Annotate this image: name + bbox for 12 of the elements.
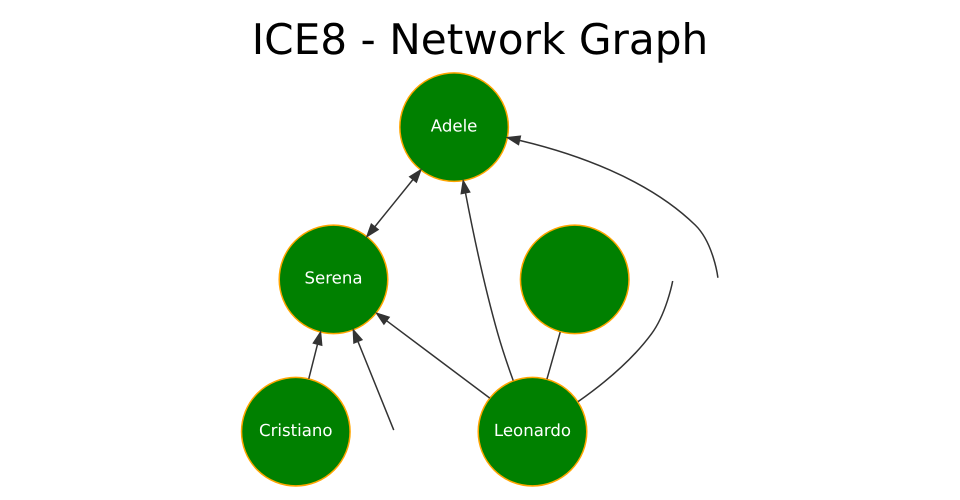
arrow <box>505 135 719 278</box>
arrow <box>366 168 422 238</box>
connector <box>546 332 561 380</box>
connector <box>578 280 674 402</box>
node-circle <box>520 224 630 334</box>
node-circle: Cristiano <box>240 376 351 487</box>
arrow <box>308 330 322 379</box>
arrow <box>460 178 514 381</box>
arrow <box>374 312 490 399</box>
diagram-title: ICE8 - Network Graph <box>252 14 708 64</box>
arrow <box>352 328 394 430</box>
node-circle: Leonardo <box>477 376 588 487</box>
